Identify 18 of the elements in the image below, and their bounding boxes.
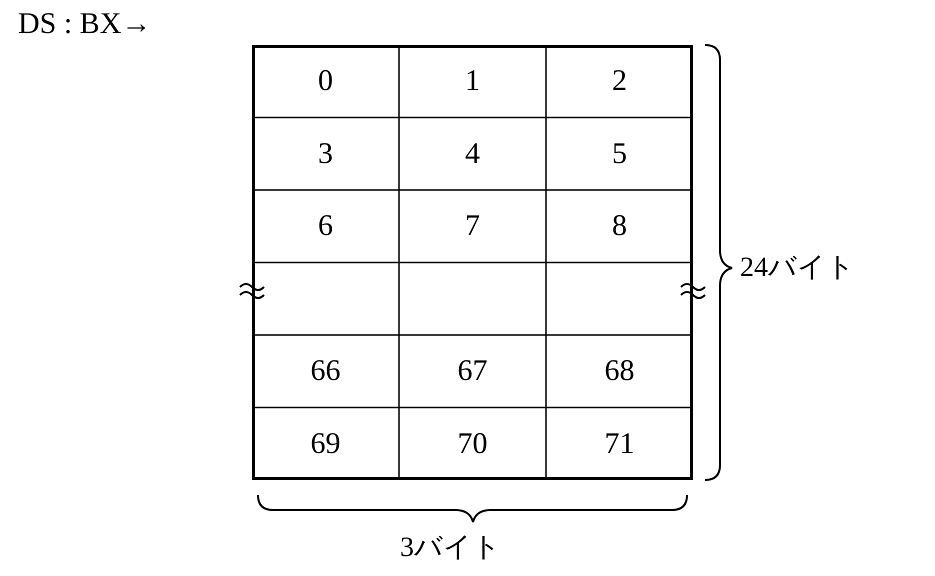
- cell-number: 70: [456, 426, 488, 462]
- cell-number: 66: [310, 353, 342, 390]
- cell-number: 0: [317, 63, 334, 100]
- cell-number: 7: [464, 208, 481, 244]
- cell-number: 5: [611, 136, 628, 172]
- cell-number: 69: [310, 426, 342, 462]
- cell-number: 8: [611, 208, 628, 244]
- cell-number: 71: [604, 426, 636, 462]
- cell-number: 2: [611, 63, 628, 100]
- pointer-label: DS : BX→: [18, 6, 152, 42]
- cell-number: 1: [464, 63, 481, 100]
- cell-number: 4: [464, 136, 481, 172]
- cell-number: 3: [317, 136, 334, 172]
- size-label: 24バイト: [740, 251, 855, 285]
- cell-number: 6: [317, 208, 334, 244]
- cell-number: 67: [456, 353, 488, 390]
- size-label: 3バイト: [400, 531, 501, 565]
- cell-number: 68: [604, 353, 636, 390]
